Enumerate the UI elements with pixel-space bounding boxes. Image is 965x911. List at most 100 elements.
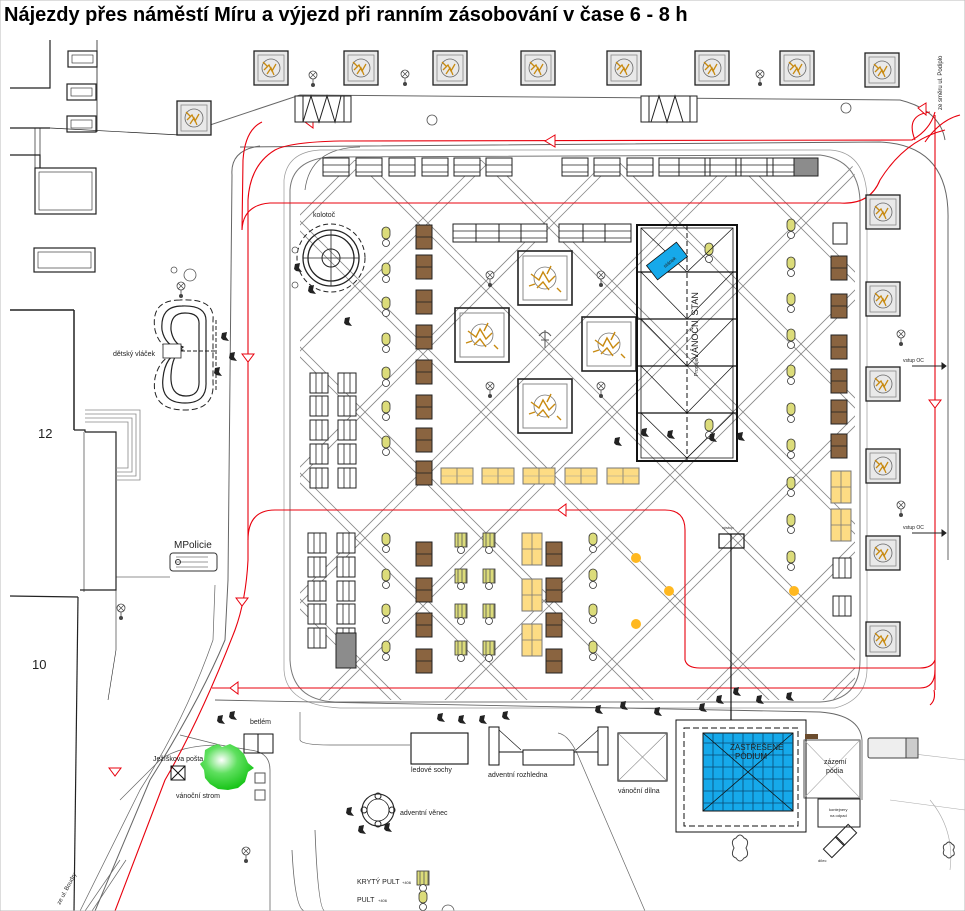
wooden-stall — [415, 427, 433, 453]
person-icon — [716, 695, 724, 704]
market-stall — [337, 419, 357, 441]
advent-tower-label: adventní rozhledna — [488, 772, 548, 779]
diagonal-path-line — [300, 160, 855, 700]
covered-pult — [454, 603, 468, 625]
food-stall — [521, 578, 543, 612]
wooden-stall — [830, 399, 848, 425]
market-stall — [322, 157, 350, 177]
wooden-stall — [830, 255, 848, 281]
market-stall — [453, 157, 481, 177]
diagonal-path-line — [742, 160, 855, 700]
advent-wreath-label: adventní věnec — [400, 810, 448, 817]
stall-pult — [786, 364, 796, 385]
diagonal-path-line — [0, 160, 239, 720]
police-label: MPolicie — [174, 540, 212, 551]
market-stall — [309, 372, 329, 394]
wooden-stall — [415, 224, 433, 250]
market-stall — [520, 223, 548, 243]
food-stall — [830, 508, 852, 542]
advent-tower — [488, 726, 609, 766]
diagonal-path-line — [300, 160, 618, 700]
fountain-icon — [538, 330, 552, 348]
buildings-left — [9, 40, 181, 911]
wooden-stall — [830, 293, 848, 319]
covered-pult — [454, 532, 468, 554]
stall-pult — [381, 226, 391, 247]
market-stall — [388, 157, 416, 177]
delivery-van — [867, 737, 919, 759]
market-stall — [336, 580, 356, 602]
wooden-stall — [415, 541, 433, 567]
stall-pult — [786, 292, 796, 313]
wooden-stall — [415, 460, 433, 486]
market-stall — [307, 627, 327, 649]
market-stall — [709, 157, 737, 177]
building-number-10: 10 — [32, 657, 46, 672]
covered-pult — [482, 603, 496, 625]
market-stall — [309, 395, 329, 417]
stall-pult — [381, 262, 391, 283]
diagonal-path-line — [300, 160, 800, 700]
market-stall — [307, 603, 327, 625]
wooden-stall — [415, 359, 433, 385]
diagonal-path-line — [300, 160, 422, 700]
stall-pult — [786, 476, 796, 497]
diagonal-path-line — [939, 160, 965, 720]
stall-grid-left — [307, 372, 357, 669]
street-label-top-right: ze směru ul. Podiplo — [938, 55, 944, 110]
market-stall — [337, 395, 357, 417]
nativity-label: betlém — [250, 719, 271, 726]
stall-pult — [381, 435, 391, 456]
market-stall — [832, 595, 852, 617]
stall-row-second — [452, 223, 632, 243]
market-stall — [307, 580, 327, 602]
market-stall — [337, 467, 357, 489]
post-box — [170, 765, 186, 781]
orange-lights — [631, 553, 799, 629]
dilec-label: dílec — [818, 858, 826, 863]
christmas-tent — [636, 224, 738, 462]
post-label: Ježíškova pošta — [153, 756, 203, 763]
market-stall — [337, 372, 357, 394]
market-stall-grey — [793, 157, 819, 177]
person-icon — [502, 711, 510, 720]
backstage-label-line2: pódia — [826, 768, 843, 775]
diagonal-path-line — [732, 160, 855, 700]
stall-pult — [786, 256, 796, 277]
containers-label-line1: kontejnery — [829, 807, 847, 812]
stall-pult — [588, 640, 598, 661]
stall-pult — [786, 328, 796, 349]
tent-label-prefix: Pronájem — [694, 355, 700, 376]
wooden-stall — [545, 577, 563, 603]
workshop-label: vánoční dílna — [618, 788, 660, 795]
stall-pult — [381, 296, 391, 317]
stall-pult — [786, 513, 796, 534]
food-stall — [521, 532, 543, 566]
diagonal-path-line — [300, 160, 356, 700]
person-icon — [756, 695, 764, 704]
route-arrows — [108, 102, 942, 777]
market-stall — [593, 157, 621, 177]
stall-pult — [381, 532, 391, 553]
stall-pult — [381, 603, 391, 624]
food-stall — [564, 467, 598, 485]
kiosk — [718, 533, 745, 720]
building-number-12: 12 — [38, 426, 52, 441]
stall-pult — [786, 218, 796, 239]
stall-pult — [381, 640, 391, 661]
person-icon — [699, 703, 707, 712]
person-icon — [437, 713, 445, 722]
stall-pult — [588, 532, 598, 553]
tree-label: vánoční strom — [176, 793, 220, 800]
podium-backstage — [803, 739, 861, 859]
wooden-stall — [830, 334, 848, 360]
wooden-stall — [545, 648, 563, 674]
stall-pult — [381, 400, 391, 421]
wooden-stall — [415, 254, 433, 280]
market-stall — [421, 157, 449, 177]
food-stall — [606, 467, 640, 485]
market-stall — [336, 603, 356, 625]
wooden-stall — [545, 612, 563, 638]
market-stall — [475, 223, 503, 243]
stall-row-top — [322, 157, 819, 177]
